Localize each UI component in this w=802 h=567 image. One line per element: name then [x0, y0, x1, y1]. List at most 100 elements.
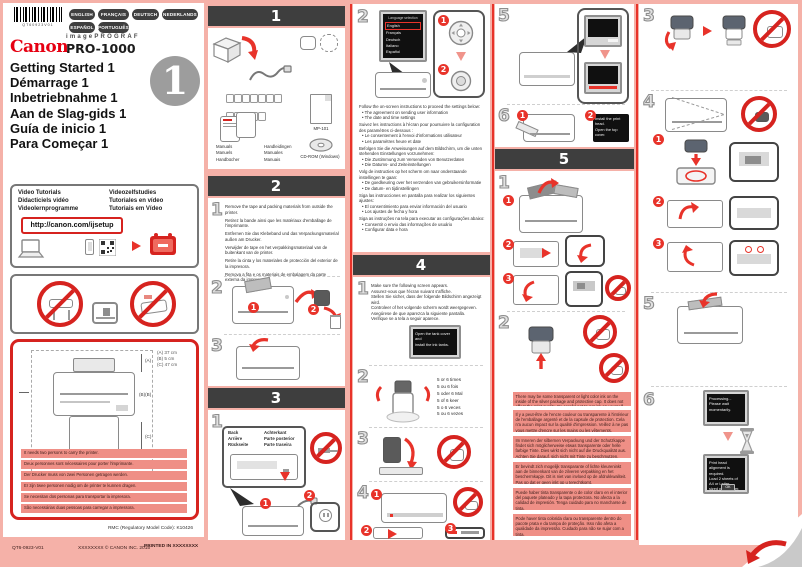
step-number: 3 — [210, 336, 223, 356]
section-3-continue-panel: 2 Language selection English Français De… — [353, 4, 490, 252]
language-option[interactable]: Deutsch — [386, 36, 401, 42]
callout-2-badge: 2 — [585, 110, 596, 121]
shake-pt: 5 ou 6 vezes — [437, 411, 464, 417]
setup-url-link[interactable]: http://canon.com/ijsetup — [21, 217, 123, 234]
control-pad-panel: 1 2 — [433, 10, 485, 98]
language-option[interactable]: Español — [386, 49, 401, 55]
back-view-box: Back Arrière Rückseite Achterkant Parte … — [222, 426, 306, 488]
lang-button-francais[interactable]: FRANÇAIS — [98, 9, 129, 20]
instr-nl-lead: Volg de instructies op het scherm om naa… — [359, 169, 467, 180]
section-3-panel: 1 Back Arrière Rückseite Achterkant Part… — [208, 410, 345, 540]
language-option-selected[interactable]: English — [385, 21, 421, 30]
callout-pointer — [389, 62, 405, 75]
no-usb-prohibition-icon — [310, 432, 342, 464]
head-screen-line1: Install the print head. — [595, 116, 621, 127]
ok-button-icon[interactable] — [450, 70, 472, 92]
head-screen: Install the print head. Open the top cov… — [593, 114, 629, 142]
printer-rear-tray-topview — [73, 358, 115, 372]
language-option[interactable]: Italiano — [386, 42, 399, 48]
step-number: 6 — [497, 106, 510, 126]
section-5-panel: 1 1 2 3 — [495, 171, 634, 540]
instr-fr-b2: Les paramètres heure et date — [362, 139, 485, 145]
lang-button-english[interactable]: ENGLISH — [69, 9, 95, 20]
s4-text-en: Make sure the following screen appears. — [371, 283, 449, 288]
video-labels-right: Videozelfstudies Tutoriales en vídeo Tut… — [109, 189, 163, 213]
clearance-label-b: (B)(B) — [139, 392, 152, 397]
printer-topview — [53, 372, 135, 416]
video-label-es: Tutoriales en vídeo — [109, 198, 164, 204]
dpad-button-icon[interactable] — [448, 20, 474, 46]
manual-label-de: Handbücher — [216, 156, 240, 162]
left-panel: QT60923V01 ENGLISH FRANÇAIS DEUTSCH NEDE… — [3, 3, 204, 537]
language-option[interactable]: Français — [386, 30, 401, 36]
lever-lock-inset — [729, 240, 779, 276]
title-es: Guía de inicio 1 — [10, 120, 107, 136]
alignment-ok-button[interactable]: OK — [721, 484, 735, 491]
video-player-icon — [150, 233, 176, 255]
shake-en: 5 or 6 times — [437, 377, 461, 382]
title-en: Getting Started 1 — [10, 60, 115, 75]
printer-tank-status — [519, 52, 575, 86]
carry-warning-en: It needs two persons to carry the printe… — [21, 449, 187, 458]
printer-remove-tape — [232, 276, 294, 324]
section-2-panel: 1 Remove the tape and packing materials … — [208, 198, 345, 386]
step-number: 2 — [210, 278, 223, 298]
lang-button-espanol[interactable]: ESPAÑOL — [69, 22, 95, 33]
title-nl: Aan de Slag-gids 1 — [10, 105, 127, 121]
smartphone-icon — [85, 239, 94, 255]
section-4-header: 4 — [353, 255, 490, 275]
callout-1-badge: 1 — [653, 134, 664, 145]
callout-1-badge: 1 — [260, 498, 271, 509]
cdrom-label: CD-ROM (Windows) — [300, 154, 340, 159]
instr-en-b2: The date and time settings — [362, 115, 485, 121]
no-touch-head-plate-prohibition-icon — [753, 10, 791, 48]
footer-copyright: XXXXXXXX © CANON INC. 2015 — [78, 546, 151, 551]
lang-button-nederlands[interactable]: NEDERLANDS — [162, 9, 198, 20]
callout-2-badge: 2 — [438, 64, 449, 75]
callout-1-badge: 1 — [438, 15, 449, 26]
clearance-dim-a: (A) 37 cm — [157, 350, 177, 355]
callout-1-badge: 1 — [371, 489, 382, 500]
manual-label-en: Manuals — [216, 144, 233, 149]
tank-lamp-screen-2 — [584, 62, 622, 94]
start-screen-line2: install the ink tanks. — [415, 341, 449, 347]
clearance-dim-b: (B) 5 cm — [157, 355, 175, 361]
callout-2-badge: 2 — [503, 239, 514, 250]
ink-note-fr: Il y a peut-être de l'encre couleur ou t… — [513, 410, 631, 432]
lang-button-deutsch[interactable]: DEUTSCH — [132, 9, 159, 20]
callout-2-badge: 2 — [308, 304, 319, 315]
wall-outlet-inset — [310, 502, 340, 532]
step-number: 4 — [642, 92, 655, 112]
laptop-icon — [17, 239, 45, 258]
section-divider-line — [636, 4, 638, 540]
callout-2-badge: 2 — [304, 490, 315, 501]
s2-text-fr: Retirez la bande ainsi que les matériaux… — [225, 217, 332, 229]
printer-open-tray — [515, 114, 575, 142]
instr-de-b1: Die Zustimmung zum Versenden von Benutze… — [362, 157, 485, 163]
lever-close-inset — [729, 196, 779, 230]
printer-install-tanks — [381, 493, 447, 523]
foot-detail-inset — [92, 302, 118, 324]
carry-warning-pt: São necessárias duas pessoas para carreg… — [21, 504, 187, 513]
printer-close-top-cover — [677, 296, 743, 344]
processing-screen-frame: Processing... Please wait momentarily. — [703, 390, 749, 426]
instr-pt-lead: Siga as instruções na tela para executar… — [359, 216, 485, 221]
callout-1-badge: 1 — [517, 110, 528, 121]
video-label-en: Video Tutorials — [18, 190, 61, 196]
step-number: 5 — [497, 6, 510, 26]
lang-button-portugues[interactable]: PORTUGUÊS — [98, 22, 129, 33]
instr-nl-b2: De datum- en tijdinstellingen — [362, 186, 485, 192]
s2-text-pt: Remova a fita e os materiais de embalage… — [225, 271, 327, 283]
back-label-en: Back — [228, 430, 239, 435]
manual-label-nl: Handleidingen — [264, 144, 292, 149]
step-number: 2 — [356, 367, 369, 387]
section-2-step1-text: Remove the tape and packing materials fr… — [225, 204, 341, 283]
no-force-prohibition-icon — [453, 487, 483, 517]
red-arrow-open-cover — [537, 178, 559, 194]
shake-fr: 5 ou 6 fois — [437, 383, 459, 389]
printer-close-tray — [236, 346, 300, 380]
red-arrow-open-pouch — [404, 437, 417, 470]
rmc-code: RMC (Regulatory Model Code): K10426 — [107, 526, 193, 531]
instr-fr-lead: Suivez les instructions à l'écran pour p… — [359, 122, 481, 133]
no-tilt-prohibition-icon — [37, 281, 83, 327]
